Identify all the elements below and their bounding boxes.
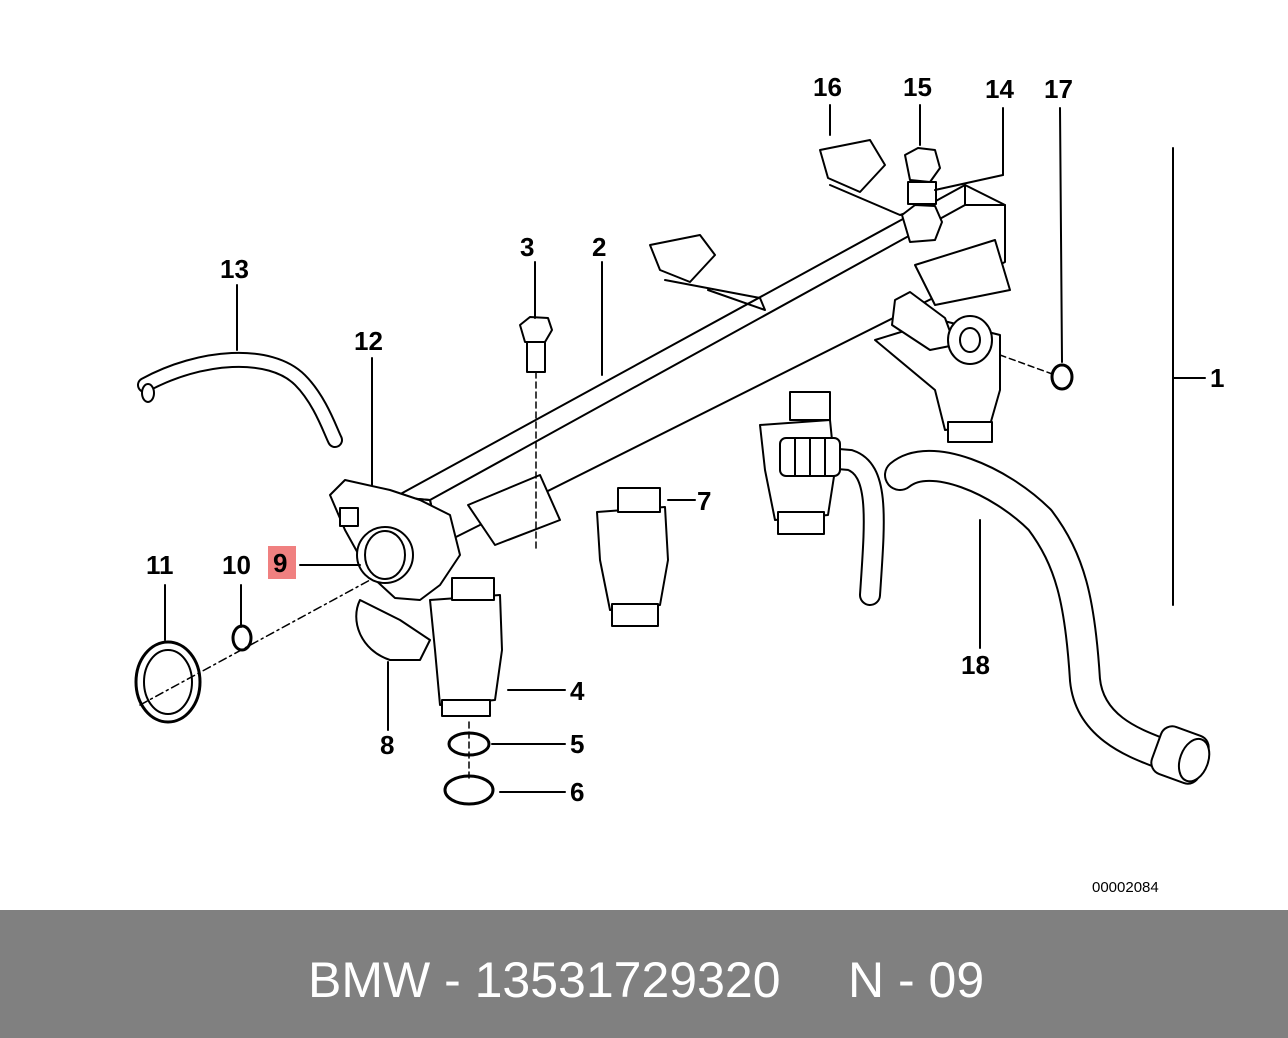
footer-bar: BMW - 13531729320 N - 09 bbox=[0, 910, 1288, 1038]
callout-label-10: 10 bbox=[222, 550, 251, 580]
callout-label-9: 9 bbox=[273, 548, 287, 578]
o-ring-10 bbox=[231, 624, 253, 652]
callout-label-1: 1 bbox=[1210, 363, 1224, 393]
callout-label-17: 17 bbox=[1044, 74, 1073, 104]
callout-label-11: 11 bbox=[146, 550, 174, 580]
callout-label-7: 7 bbox=[697, 486, 711, 516]
callout-label-13: 13 bbox=[220, 254, 249, 284]
o-ring-17 bbox=[1050, 363, 1074, 391]
pressure-fitting bbox=[901, 147, 943, 243]
callout-label-8: 8 bbox=[380, 730, 394, 760]
footer-part-number: BMW - 13531729320 bbox=[308, 952, 781, 1008]
injector-2 bbox=[596, 487, 669, 627]
fuel-hose bbox=[884, 449, 1211, 785]
bolt-3 bbox=[519, 316, 553, 553]
pressure-regulator bbox=[329, 479, 461, 661]
rail-clip-front bbox=[649, 234, 766, 311]
diagram-code: 00002084 bbox=[1092, 879, 1159, 896]
callout-label-3: 3 bbox=[520, 232, 534, 262]
highlight-box-9 bbox=[268, 546, 296, 579]
callout-label-14: 14 bbox=[985, 74, 1014, 104]
fuel-rail-diagram: 1 2 3 4 5 6 7 8 9 10 11 12 13 14 15 16 1… bbox=[134, 72, 1224, 896]
clip-16 bbox=[819, 139, 916, 216]
vacuum-hose bbox=[137, 351, 343, 448]
feed-pipe bbox=[779, 437, 885, 606]
callout-label-18: 18 bbox=[961, 650, 990, 680]
return-fitting bbox=[891, 291, 993, 365]
callout-label-2: 2 bbox=[592, 232, 606, 262]
callout-label-5: 5 bbox=[570, 729, 584, 759]
seal-ring-11-inner bbox=[143, 649, 193, 715]
callout-label-12: 12 bbox=[354, 326, 383, 356]
callout-label-4: 4 bbox=[570, 676, 585, 706]
injector-1 bbox=[429, 577, 503, 717]
callout-label-6: 6 bbox=[570, 777, 584, 807]
leader-lines bbox=[164, 104, 1206, 793]
callout-label-15: 15 bbox=[903, 72, 932, 102]
footer-reference: N - 09 bbox=[848, 952, 985, 1008]
seal-ring-11 bbox=[134, 640, 202, 724]
callout-label-16: 16 bbox=[813, 72, 842, 102]
o-ring-6 bbox=[443, 774, 495, 806]
